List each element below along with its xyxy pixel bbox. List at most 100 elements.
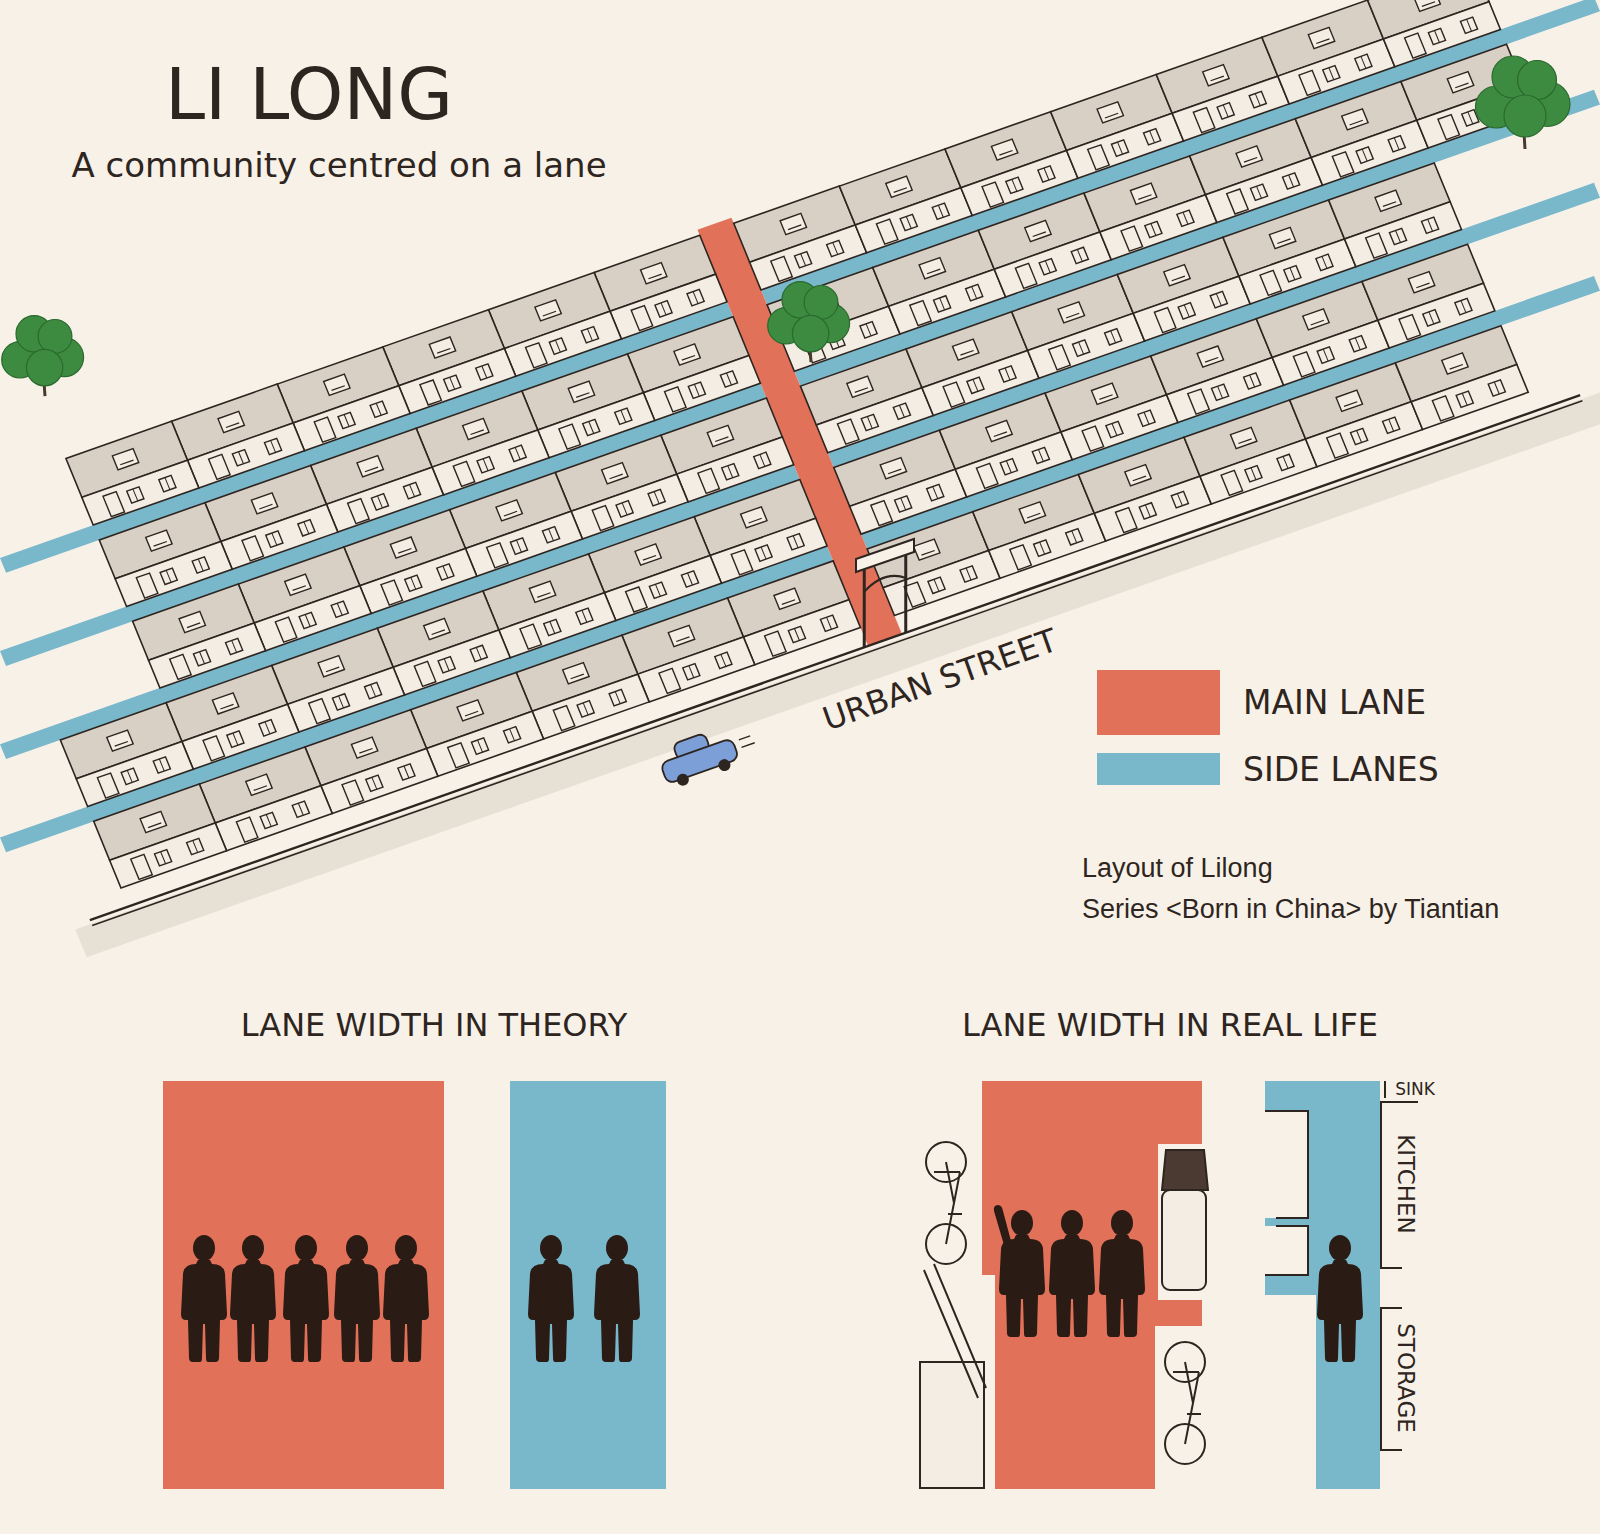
window-bar	[582, 610, 587, 622]
house-window	[927, 484, 944, 500]
house-window	[444, 375, 461, 391]
house-window	[542, 527, 559, 543]
house-door	[553, 706, 575, 731]
house-door	[943, 382, 965, 407]
house-door	[1299, 70, 1321, 95]
dormer-frame	[254, 786, 267, 791]
title: LI LONG	[165, 53, 453, 136]
house-door	[1405, 33, 1427, 58]
roof-dormer	[641, 263, 667, 284]
window-bar	[899, 405, 904, 417]
roof-dormer	[1308, 27, 1334, 48]
dormer-frame	[187, 623, 200, 628]
window-bar	[833, 242, 838, 254]
window-bar	[166, 570, 171, 582]
house-window	[720, 371, 737, 387]
roof-dormer	[1019, 502, 1045, 523]
roof-dormer	[324, 374, 350, 395]
house-door	[698, 468, 720, 493]
window-bar	[298, 803, 303, 815]
person-head	[193, 1235, 215, 1261]
person-body	[1099, 1235, 1145, 1337]
house-window	[1389, 228, 1406, 244]
window-bar	[444, 659, 449, 671]
house-door	[1399, 315, 1421, 340]
roof-dormer	[674, 344, 700, 365]
roof-dormer	[1269, 227, 1295, 248]
window-bar	[1462, 393, 1467, 405]
gate-sign	[856, 539, 914, 572]
window-bar	[265, 722, 270, 734]
dormer-frame	[1105, 113, 1118, 118]
window-bar	[233, 733, 238, 745]
window-bar	[1289, 175, 1294, 187]
house-window	[1073, 340, 1090, 356]
house-window	[1350, 428, 1367, 444]
person-head	[242, 1235, 264, 1261]
dormer-frame	[1311, 320, 1324, 325]
dormer-frame	[1316, 39, 1329, 44]
roof-dormer	[602, 463, 628, 484]
house-window	[960, 566, 977, 582]
dormer-frame	[1066, 313, 1079, 318]
person-silhouette	[528, 1235, 574, 1362]
dormer-frame	[855, 388, 868, 393]
house-window	[861, 414, 878, 430]
wall-notch	[1265, 1111, 1308, 1218]
house-window	[1421, 217, 1438, 233]
window-bar	[1216, 294, 1221, 306]
house-window	[187, 838, 204, 854]
window-bar	[827, 617, 832, 629]
house-window	[1284, 266, 1301, 282]
sink-outline	[1384, 1081, 1386, 1098]
roof-dormer	[1375, 190, 1401, 211]
person-body	[1049, 1235, 1095, 1337]
person-head	[395, 1235, 417, 1261]
tree	[2, 316, 84, 397]
roof-dormer	[179, 611, 205, 632]
house-door	[592, 506, 614, 531]
room-label: STORAGE	[1393, 1323, 1419, 1433]
house-window	[581, 327, 598, 343]
room-label: SINK	[1395, 1080, 1435, 1100]
dormer-frame	[1172, 276, 1185, 281]
legend-text: SIDE LANES	[1243, 751, 1439, 789]
window-bar	[239, 452, 244, 464]
window-bar	[1183, 212, 1188, 224]
house-door	[348, 499, 370, 524]
house-door	[1188, 389, 1210, 414]
dormer-frame	[432, 630, 445, 635]
house-window	[1111, 140, 1128, 156]
dormer-frame	[332, 386, 345, 391]
window-bar	[1429, 312, 1434, 324]
window-bar	[1150, 131, 1155, 143]
house-window	[470, 645, 487, 661]
window-bar	[1355, 338, 1360, 350]
window-bar	[1112, 424, 1117, 436]
house-window	[232, 450, 249, 466]
house	[60, 703, 193, 807]
window-bar	[1434, 30, 1439, 42]
window-bar	[1428, 219, 1433, 231]
house-window	[476, 364, 493, 380]
dormer-frame	[504, 511, 517, 516]
house-window	[155, 850, 172, 866]
house-door	[871, 501, 893, 526]
roof-dormer	[1130, 183, 1156, 204]
house-window	[967, 377, 984, 393]
house	[94, 784, 227, 888]
person-silhouette	[283, 1235, 329, 1362]
house-door	[209, 454, 231, 479]
window-bar	[728, 466, 733, 478]
house-door	[1082, 426, 1104, 451]
house-door	[1332, 152, 1354, 177]
house	[1329, 163, 1462, 267]
window-bar	[272, 533, 277, 545]
roof-dormer	[1303, 309, 1329, 330]
house-door	[976, 463, 998, 488]
house-door	[659, 668, 681, 693]
window-bar	[1461, 301, 1466, 313]
house-door	[559, 424, 581, 449]
house-window	[1000, 459, 1017, 475]
house-door	[731, 550, 753, 575]
